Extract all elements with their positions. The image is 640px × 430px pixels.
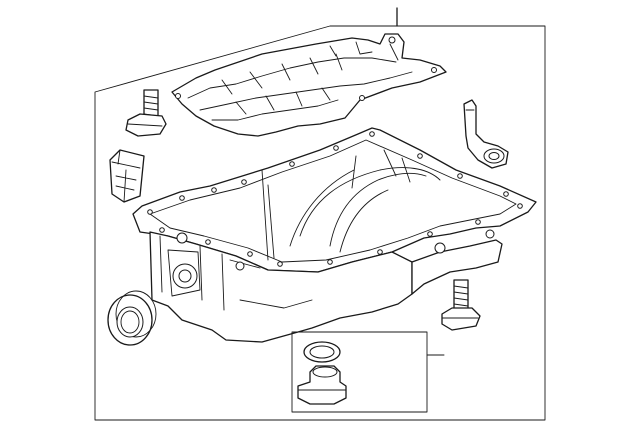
plug-and-gasket-kit [291,331,445,413]
drain-plug [441,279,481,331]
windage-tray [171,33,447,137]
pan-bolt [125,89,167,137]
oil-filter-adapter [109,149,145,203]
front-seal [107,290,157,346]
diagram-frame [94,7,546,421]
oil-pan [132,127,537,343]
pickup-tube [463,99,509,169]
